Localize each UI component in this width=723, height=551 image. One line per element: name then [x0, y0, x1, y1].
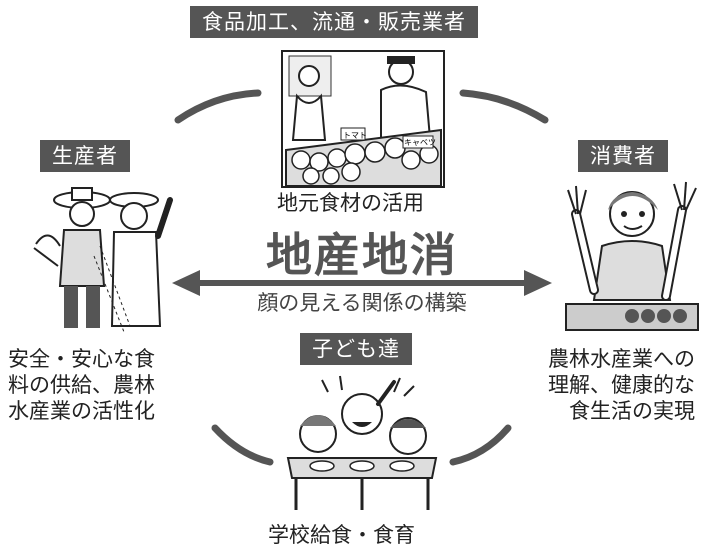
producer-benefit-line: 水産業の活性化 — [8, 399, 155, 423]
producer-benefit-line: 料の供給、農林 — [8, 373, 155, 397]
label-processors-distributors: 食品加工、流通・販売業者 — [190, 6, 478, 38]
children-illustration — [286, 375, 438, 510]
caption-local-ingredients: 地元食材の活用 — [277, 191, 424, 215]
label-children: 子ども達 — [300, 333, 412, 365]
caption-producer-benefits: 安全・安心な食 料の供給、農林 水産業の活性化 — [8, 346, 155, 424]
arc-bottom-left — [211, 424, 274, 466]
producer-benefit-line: 安全・安心な食 — [8, 347, 155, 371]
arc-bottom-right — [449, 424, 512, 466]
sign-cabbage: キャベツ — [404, 138, 436, 147]
label-producers: 生産者 — [40, 140, 130, 172]
consumer-benefit-line: 農林水産業への — [548, 347, 695, 371]
caption-school-lunch: 学校給食・食育 — [268, 523, 415, 547]
double-arrow — [172, 270, 552, 296]
consumer-benefit-line: 食生活の実現 — [569, 399, 695, 423]
caption-consumer-benefits: 農林水産業への 理解、健康的な 食生活の実現 — [548, 346, 695, 424]
arc-top-left — [174, 89, 262, 124]
sign-tomato: トマト — [343, 131, 367, 140]
center-subtitle: 顔の見える関係の構築 — [257, 291, 467, 315]
consumer-benefit-line: 理解、健康的な — [548, 373, 695, 397]
market-illustration: トマト キャベツ — [281, 50, 445, 188]
arc-top-right — [459, 89, 549, 124]
label-consumers: 消費者 — [578, 140, 668, 172]
producers-illustration — [33, 187, 173, 333]
center-title: 地産地消 — [266, 228, 458, 282]
consumer-illustration — [565, 181, 699, 331]
